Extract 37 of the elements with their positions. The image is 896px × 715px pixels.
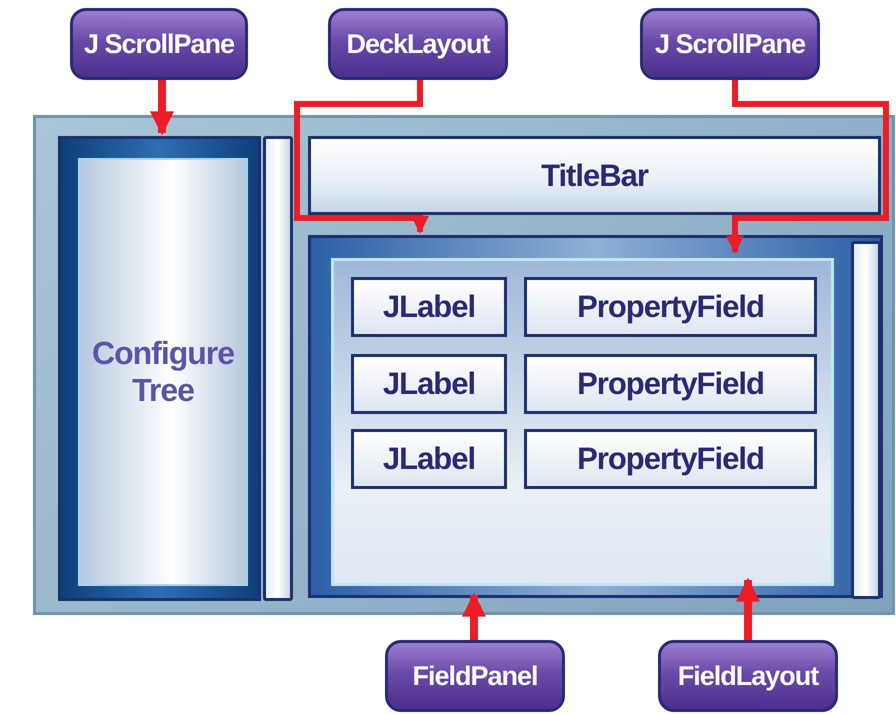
callout-box	[640, 8, 820, 80]
callout-text: J ScrollPane	[84, 28, 234, 60]
label-text: JLabel	[382, 441, 476, 477]
scroll-pane-frame	[58, 136, 261, 601]
label-box	[351, 354, 507, 414]
field-box	[524, 354, 817, 414]
field-panel	[331, 258, 834, 586]
callout-box	[658, 640, 838, 712]
callout-text: J ScrollPane	[654, 28, 806, 60]
label-box	[351, 429, 507, 489]
label-text: PropertyField	[577, 441, 764, 477]
field-box	[524, 429, 817, 489]
scrollbar	[851, 241, 881, 599]
callout-box	[385, 640, 565, 712]
arrow	[150, 80, 174, 136]
scrollbar	[263, 136, 293, 601]
callout-text: DeckLayout	[346, 28, 490, 60]
arrow	[736, 578, 760, 640]
label-text: PropertyField	[577, 289, 764, 325]
callout-box	[70, 8, 248, 80]
window-panel	[33, 115, 895, 615]
label-text: PropertyField	[577, 366, 764, 402]
label-text: TitleBar	[541, 158, 648, 194]
label-text: JLabel	[382, 366, 476, 402]
title-bar	[308, 136, 881, 215]
arrow	[462, 592, 486, 640]
callout-text: FieldLayout	[678, 660, 818, 692]
label-text: Configure Tree	[90, 335, 236, 409]
tree-panel	[78, 158, 248, 586]
callout-box	[328, 8, 508, 80]
arrow	[726, 80, 889, 254]
label-text: JLabel	[382, 289, 476, 325]
field-box	[524, 277, 817, 337]
arrow	[294, 80, 429, 234]
callout-text: FieldPanel	[412, 660, 538, 692]
label-box	[351, 277, 507, 337]
field-pane-frame	[308, 235, 883, 598]
